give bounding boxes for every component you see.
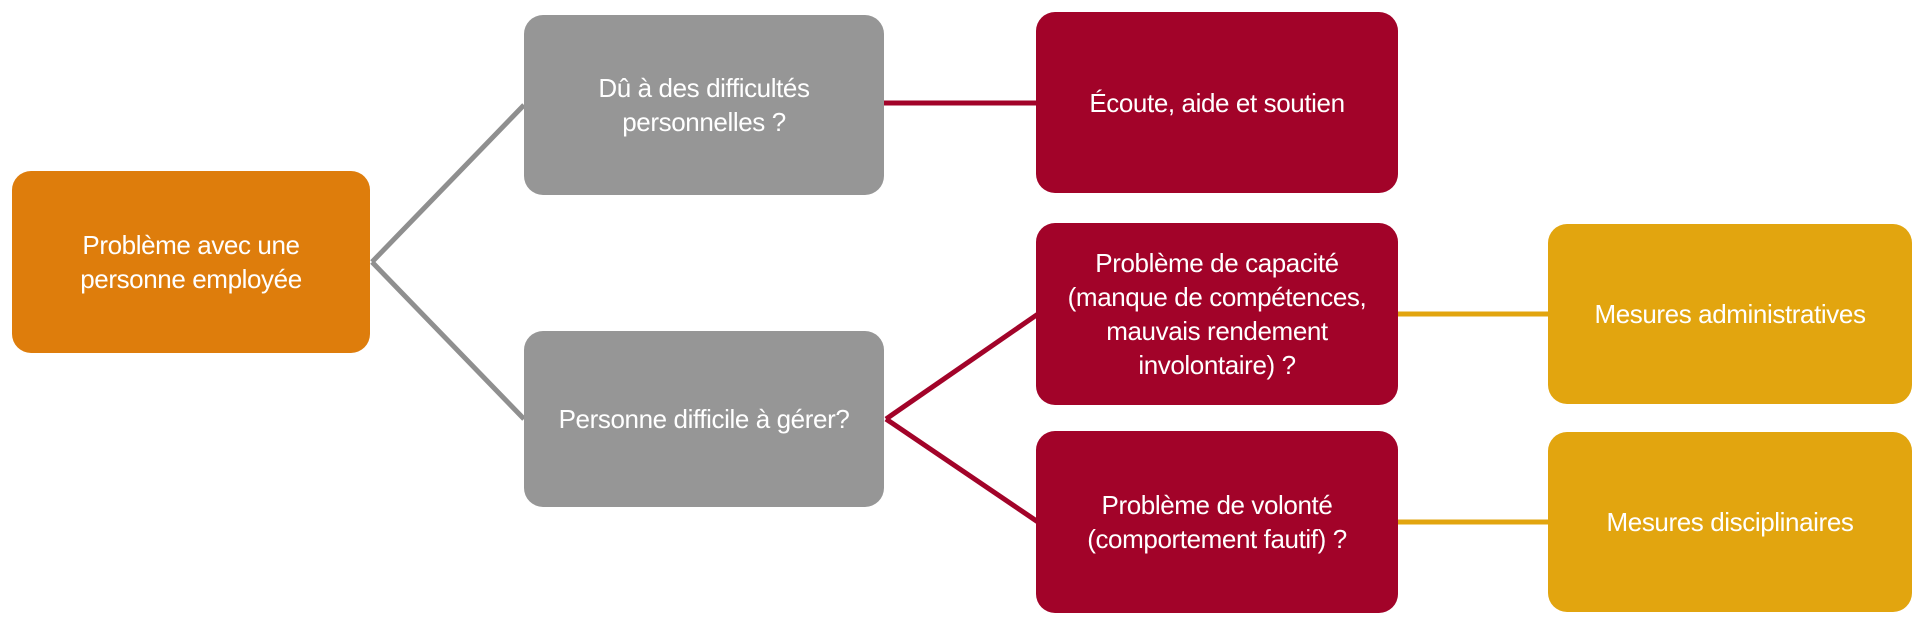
node-label: Mesures administratives [1594, 299, 1866, 329]
connector-difficile-capacite [884, 311, 1040, 422]
node-label: Dû à des difficultés personnelles ? [598, 73, 810, 137]
node-label: Écoute, aide et soutien [1089, 87, 1345, 118]
node-probleme-personne-employee: Problème avec une personne employée [12, 171, 370, 353]
node-label: Mesures disciplinaires [1606, 507, 1854, 537]
node-probleme-de-capacite: Problème de capacité (manque de compéten… [1036, 223, 1398, 405]
node-ecoute-aide-soutien: Écoute, aide et soutien [1036, 12, 1398, 193]
node-label: Problème de volonté (comportement fautif… [1087, 490, 1347, 554]
node-mesures-administratives: Mesures administratives [1548, 224, 1912, 404]
node-probleme-de-volonte: Problème de volonté (comportement fautif… [1036, 431, 1398, 613]
node-label: Problème de capacité (manque de compéten… [1067, 248, 1367, 380]
connector-difficile-volonte [884, 416, 1040, 525]
connector-root-difficile [370, 260, 526, 421]
node-label: Problème avec une personne employée [80, 230, 302, 294]
node-label: Personne difficile à gérer? [558, 404, 850, 434]
node-personne-difficile-a-gerer: Personne difficile à gérer? [524, 331, 884, 507]
node-difficultes-personnelles: Dû à des difficultés personnelles ? [524, 15, 884, 195]
node-mesures-disciplinaires: Mesures disciplinaires [1548, 432, 1912, 612]
connector-root-difficultes [370, 103, 526, 264]
